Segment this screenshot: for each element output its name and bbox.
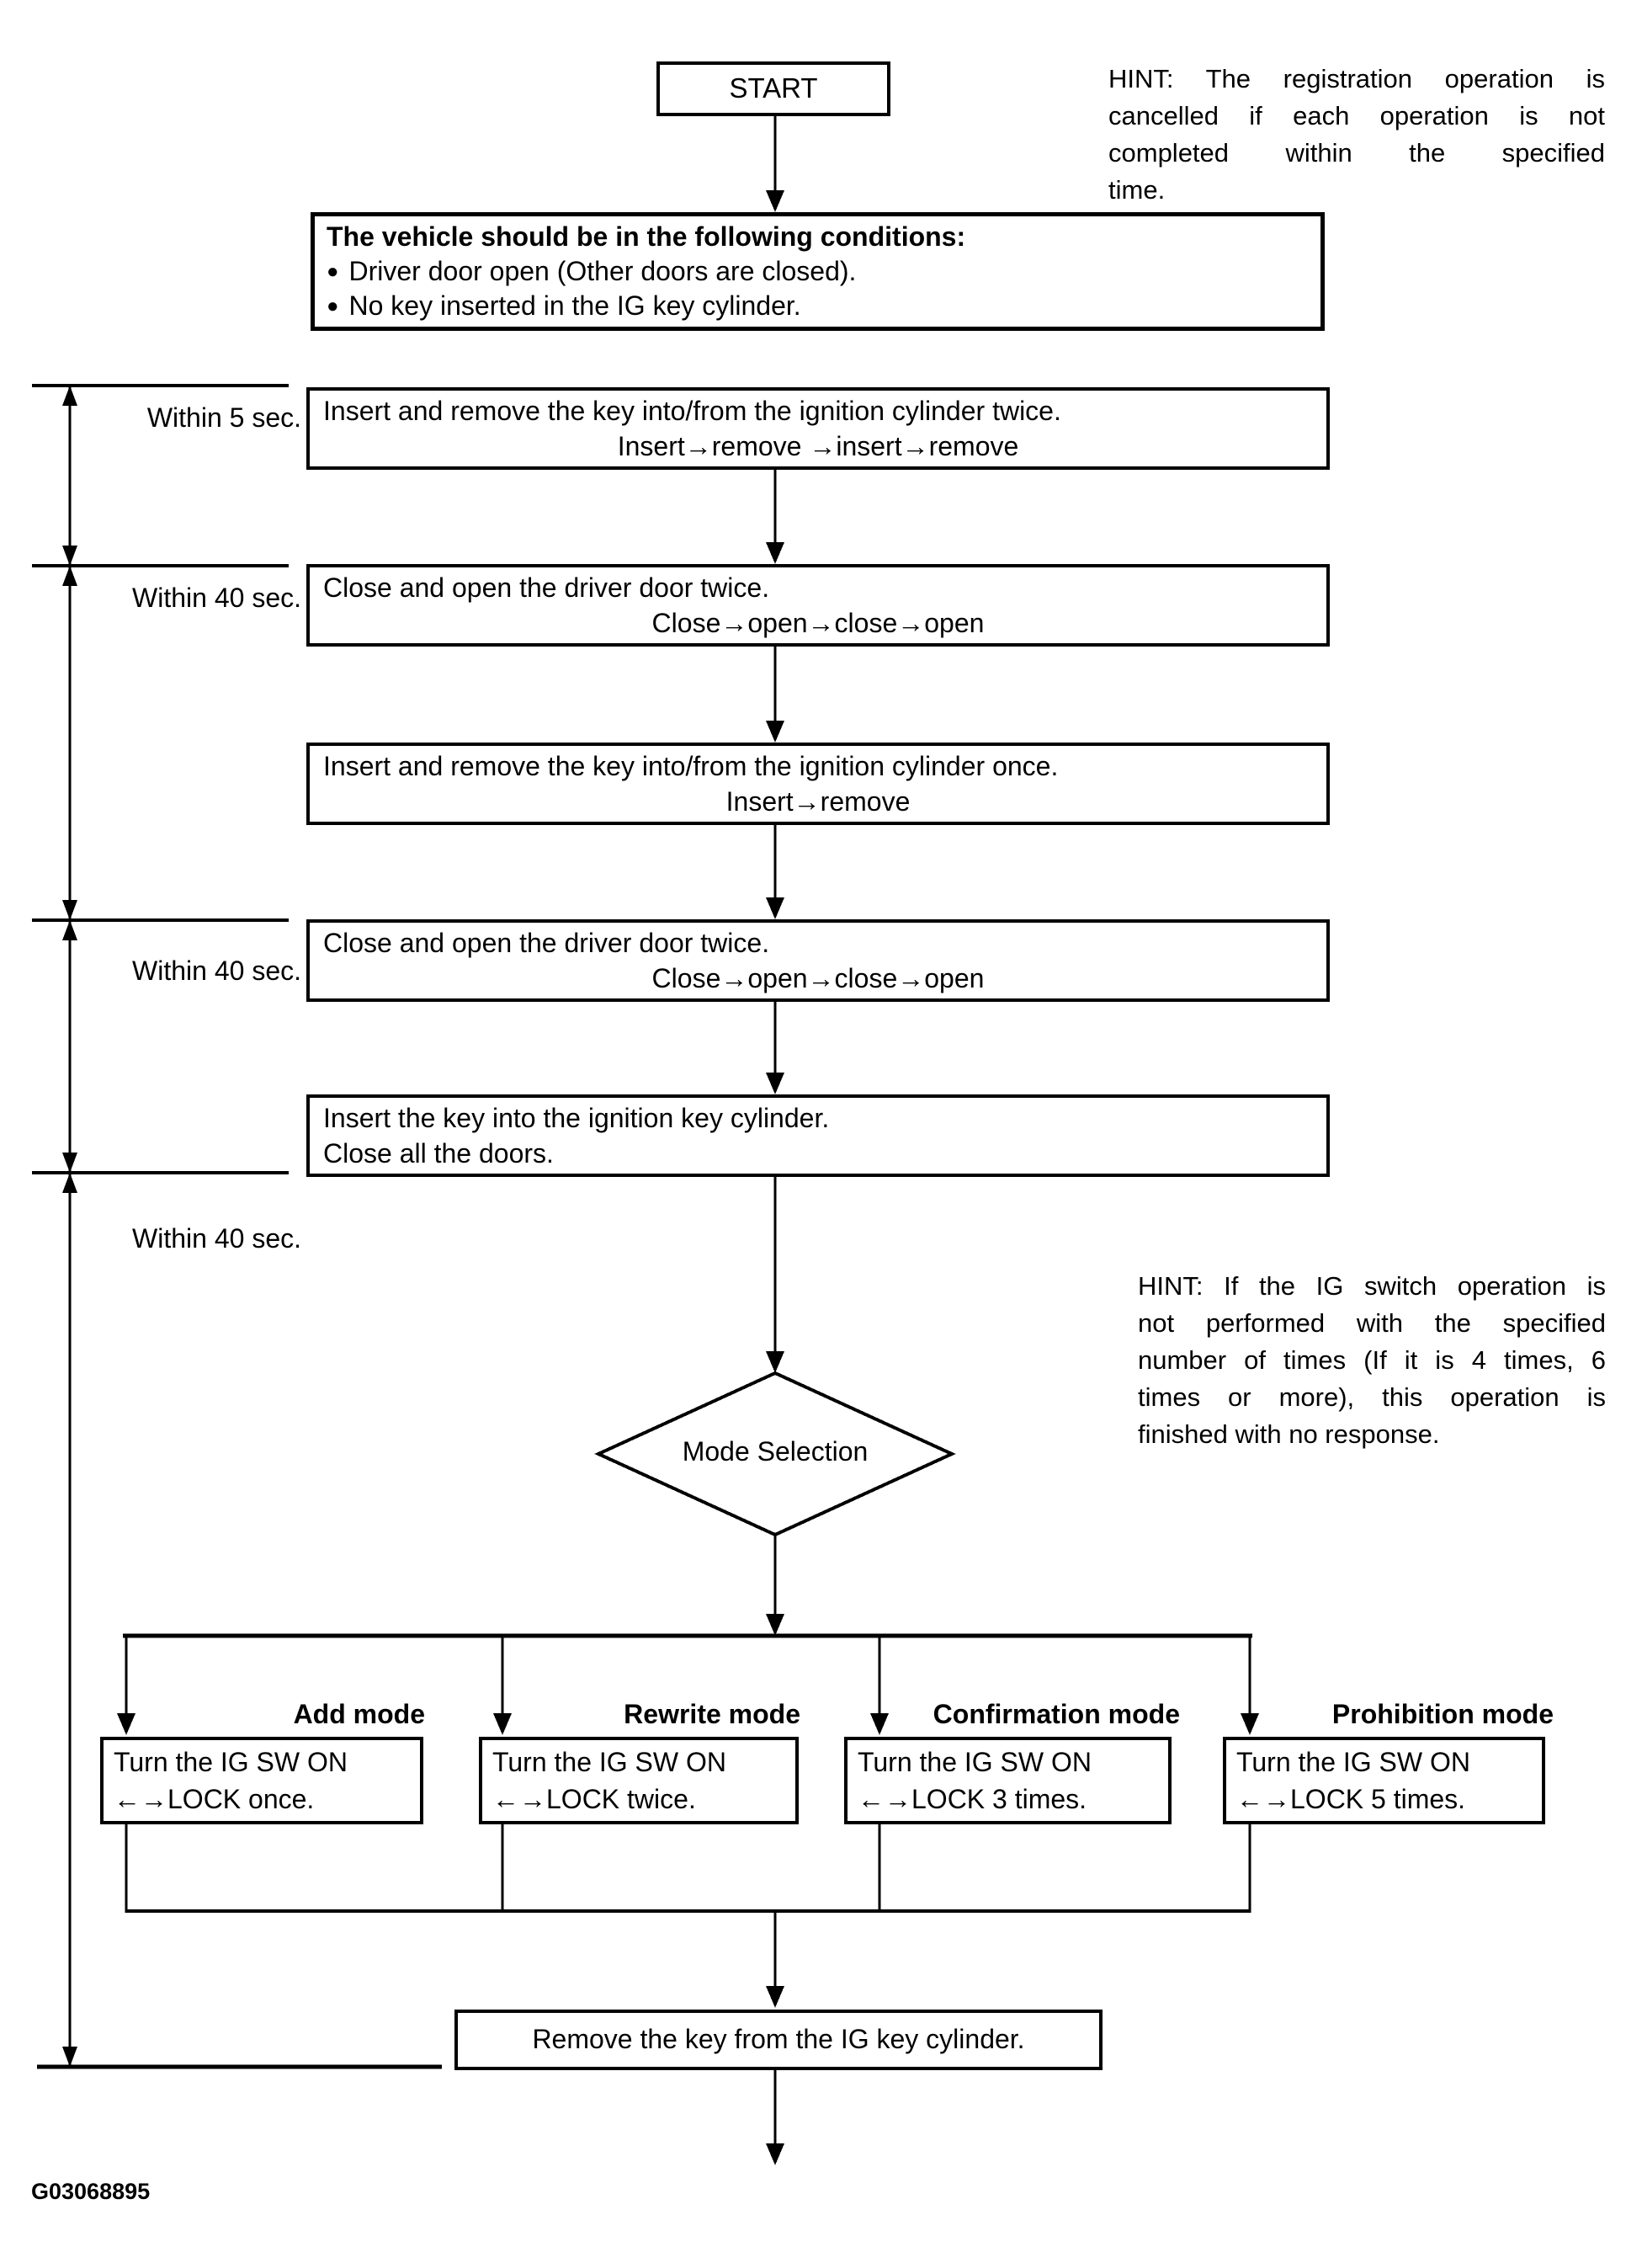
mode-header-rewrite: Rewrite mode — [624, 1699, 800, 1729]
mode-box-confirmation: Turn the IG SW ON ←→LOCK 3 times. — [844, 1737, 1172, 1824]
hint-registration: HINT: The registration operation is canc… — [1108, 61, 1605, 209]
step-line: Close and open the driver door twice. — [323, 928, 770, 958]
mode-line: Turn the IG SW ON — [1236, 1747, 1470, 1777]
timer-label-40sec: Within 40 sec. — [132, 1223, 301, 1254]
step-insert-remove-twice: Insert and remove the key into/from the … — [306, 387, 1330, 470]
timer-label-5sec: Within 5 sec. — [146, 402, 301, 433]
step-door-twice-2: Close and open the driver door twice. Cl… — [306, 919, 1330, 1002]
step-sequence: Insert→remove — [725, 786, 911, 817]
mode-box-add: Turn the IG SW ON ←→LOCK once. — [100, 1737, 423, 1824]
final-label: Remove the key from the IG key cylinder. — [532, 2024, 1025, 2054]
condition-item: ● No key inserted in the IG key cylinder. — [327, 289, 1309, 323]
hint-line: completed within the specified — [1108, 138, 1605, 168]
timer-label-40sec: Within 40 sec. — [132, 583, 301, 613]
step-sequence: Insert→remove →insert→remove — [617, 431, 1019, 461]
decision-label: Mode Selection — [682, 1436, 869, 1467]
mode-line: ←→LOCK once. — [114, 1784, 315, 1814]
mode-line: Turn the IG SW ON — [114, 1747, 348, 1777]
step-line: Insert the key into the ignition key cyl… — [323, 1103, 830, 1133]
mode-header-confirmation: Confirmation mode — [933, 1699, 1180, 1729]
conditions-node: The vehicle should be in the following c… — [311, 212, 1325, 331]
hint-line: times or more), this operation is — [1138, 1382, 1606, 1412]
start-label: START — [729, 72, 818, 104]
condition-text: No key inserted in the IG key cylinder. — [348, 290, 801, 321]
hint-ig-switch: HINT: If the IG switch operation is not … — [1138, 1268, 1606, 1453]
decision-diamond — [594, 1371, 956, 1537]
mode-header-add: Add mode — [293, 1699, 425, 1729]
hint-line: number of times (If it is 4 times, 6 — [1138, 1345, 1606, 1375]
step-insert-remove-once: Insert and remove the key into/from the … — [306, 743, 1330, 825]
step-line: Close and open the driver door twice. — [323, 572, 770, 603]
mode-header-prohibition: Prohibition mode — [1331, 1699, 1554, 1729]
final-node: Remove the key from the IG key cylinder. — [454, 2010, 1103, 2070]
bullet-icon: ● — [327, 260, 339, 283]
step-insert-key-close-doors: Insert the key into the ignition key cyl… — [306, 1094, 1330, 1177]
step-line: Insert and remove the key into/from the … — [323, 396, 1061, 426]
mode-line: ←→LOCK 5 times. — [1236, 1784, 1466, 1814]
step-sequence: Close→open→close→open — [651, 608, 985, 638]
mode-line: Turn the IG SW ON — [492, 1747, 726, 1777]
step-door-twice-1: Close and open the driver door twice. Cl… — [306, 564, 1330, 647]
hint-line: HINT: The registration operation is — [1108, 64, 1605, 93]
hint-line: HINT: If the IG switch operation is — [1138, 1271, 1606, 1301]
mode-line: Turn the IG SW ON — [858, 1747, 1092, 1777]
dimension-arrowheads — [62, 386, 77, 2067]
conditions-title: The vehicle should be in the following c… — [327, 221, 966, 252]
mode-box-prohibition: Turn the IG SW ON ←→LOCK 5 times. — [1223, 1737, 1545, 1824]
hint-line: not performed with the specified — [1138, 1308, 1606, 1338]
figure-id: G03068895 — [31, 2179, 151, 2204]
step-line: Close all the doors. — [323, 1138, 554, 1169]
mode-box-rewrite: Turn the IG SW ON ←→LOCK twice. — [479, 1737, 799, 1824]
bullet-icon: ● — [327, 295, 339, 317]
step-sequence: Close→open→close→open — [651, 963, 985, 993]
timer-label-40sec: Within 40 sec. — [132, 956, 301, 986]
mode-line: ←→LOCK twice. — [492, 1784, 696, 1814]
mode-line: ←→LOCK 3 times. — [858, 1784, 1087, 1814]
step-line: Insert and remove the key into/from the … — [323, 751, 1059, 781]
start-node: START — [656, 61, 890, 116]
condition-text: Driver door open (Other doors are closed… — [348, 256, 857, 286]
condition-item: ● Driver door open (Other doors are close… — [327, 254, 1309, 289]
hint-line: finished with no response. — [1138, 1419, 1440, 1449]
hint-line: cancelled if each operation is not — [1108, 101, 1605, 130]
hint-line: time. — [1108, 175, 1166, 205]
flow-arrowheads — [117, 190, 1259, 2165]
